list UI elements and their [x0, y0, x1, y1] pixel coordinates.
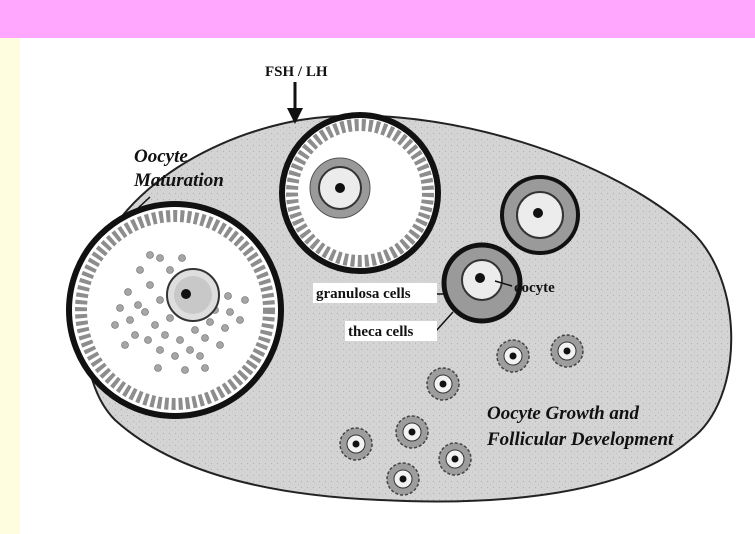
granulosa-cell	[147, 282, 154, 289]
granulosa-cell	[112, 322, 119, 329]
granulosa-cell	[225, 293, 232, 300]
labeled-follicle	[444, 245, 520, 321]
primary-follicle	[497, 340, 529, 372]
granulosa-cell	[132, 332, 139, 339]
granulosa-cell	[182, 367, 189, 374]
granulosa-cell	[147, 252, 154, 259]
growth-label-line2: Follicular Development	[486, 429, 674, 450]
granulosa-cell	[122, 342, 129, 349]
primary-follicle	[387, 463, 419, 495]
granulosa-cell	[187, 347, 194, 354]
primary-follicle	[439, 443, 471, 475]
maturation-label-line1: Oocyte	[134, 146, 188, 167]
granulosa-cell	[125, 289, 132, 296]
primary-follicle	[396, 416, 428, 448]
granulosa-cell	[172, 353, 179, 360]
granulosa-cell	[152, 322, 159, 329]
granulosa-cell	[167, 267, 174, 274]
oocyte-label: oocyte	[514, 280, 555, 296]
mature-follicle	[69, 204, 281, 416]
granulosa-cell	[222, 325, 229, 332]
granulosa-cell	[242, 297, 249, 304]
granulosa-cell	[192, 327, 199, 334]
granulosa-cell	[179, 255, 186, 262]
granulosa-cell	[135, 302, 142, 309]
granulosa-cell	[162, 332, 169, 339]
granulosa-cell	[217, 342, 224, 349]
primary-follicle	[427, 368, 459, 400]
granulosa-cell	[137, 267, 144, 274]
primary-follicle	[551, 335, 583, 367]
granulosa-cell	[167, 315, 174, 322]
granulosa-cell	[145, 337, 152, 344]
growth-label-line1: Oocyte Growth and	[487, 403, 640, 424]
antral-follicle	[282, 115, 438, 271]
granulosa-cell	[207, 319, 214, 326]
secondary-follicle	[502, 177, 578, 253]
granulosa-cell	[155, 365, 162, 372]
granulosa-cell	[127, 317, 134, 324]
granulosa-cell	[177, 337, 184, 344]
granulosa-cell	[157, 255, 164, 262]
theca-label: theca cells	[348, 324, 414, 340]
granulosa-cell	[227, 309, 234, 316]
granulosa-cell	[157, 347, 164, 354]
granulosa-cell	[202, 335, 209, 342]
primary-follicle	[340, 428, 372, 460]
granulosa-cell	[237, 317, 244, 324]
granulosa-cell	[202, 365, 209, 372]
granulosa-cell	[142, 309, 149, 316]
hormone-label: FSH / LH	[265, 64, 328, 80]
granulosa-cell	[157, 297, 164, 304]
granulosa-cell	[117, 305, 124, 312]
granulosa-label: granulosa cells	[316, 286, 411, 302]
maturation-label-line2: Maturation	[133, 170, 224, 191]
hormone-arrow-icon	[287, 82, 303, 124]
granulosa-cell	[197, 353, 204, 360]
